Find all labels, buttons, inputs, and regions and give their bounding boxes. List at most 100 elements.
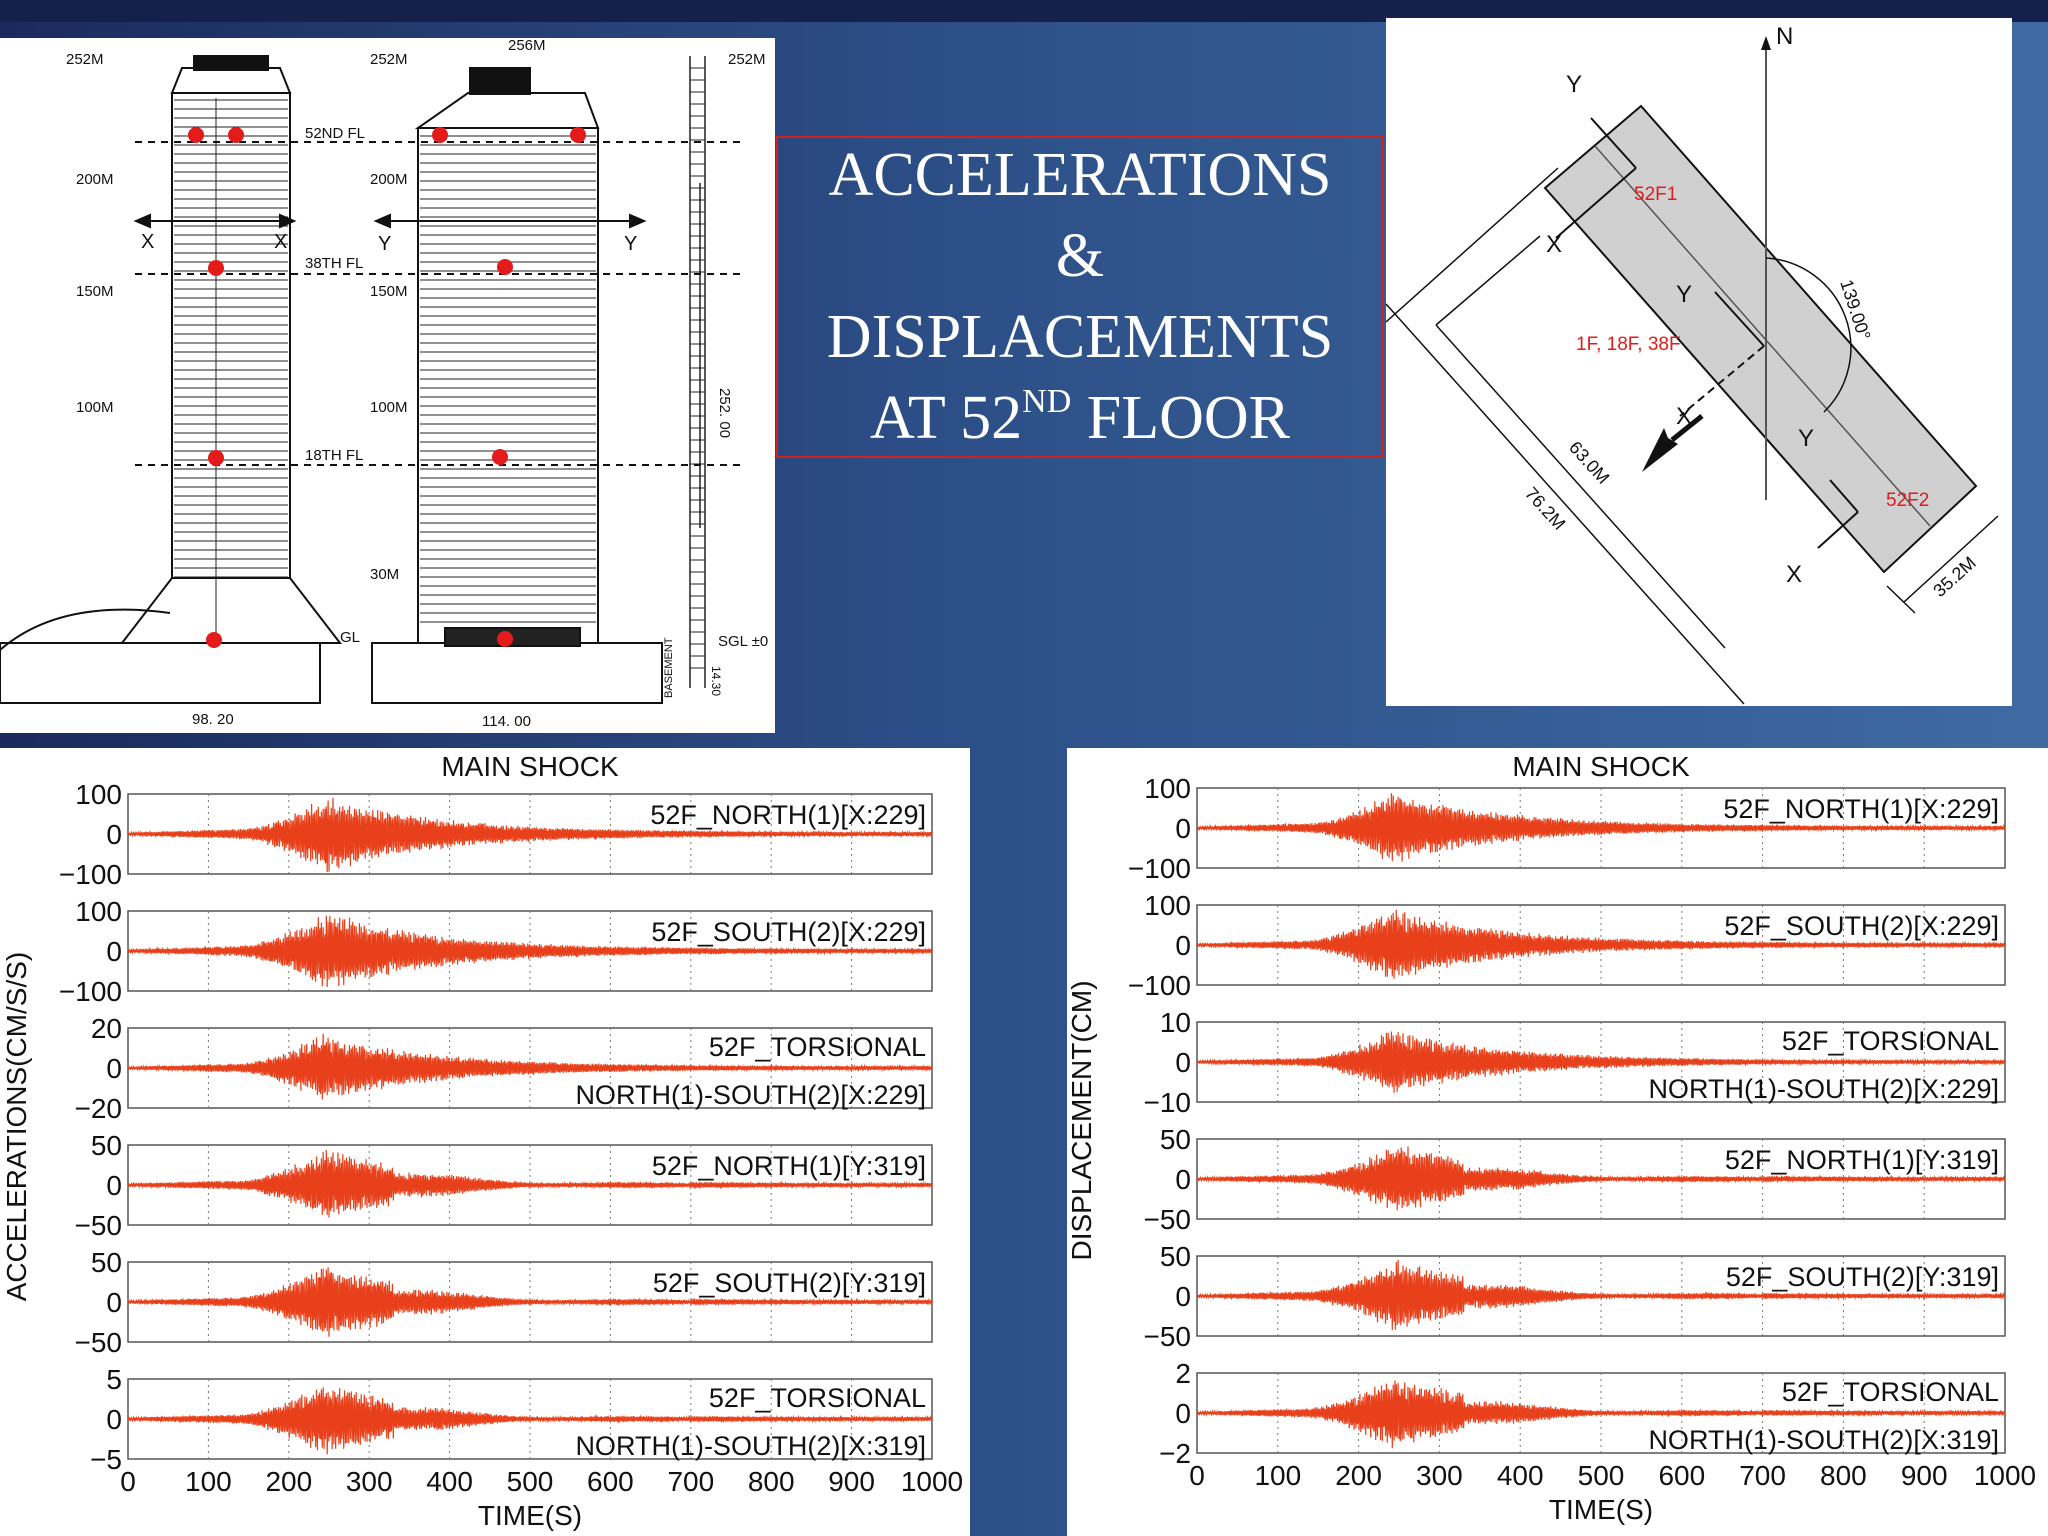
plan-x-label: X (1676, 403, 1692, 430)
y-tick-label: 50 (91, 1247, 122, 1278)
sensor-dot (206, 632, 222, 648)
chart-title: MAIN SHOCK (441, 751, 619, 782)
series-line (1196, 1380, 2006, 1449)
x-axis-label: TIME(S) (478, 1500, 582, 1531)
x-tick-label: 0 (1189, 1460, 1205, 1491)
series-panel: 20−252F_TORSIONALNORTH(1)-SOUTH(2)[X:319… (1159, 1358, 2006, 1469)
y-tick-label: −100 (1128, 853, 1191, 884)
y-tick-label: 0 (106, 1053, 122, 1084)
y-tick-label: −50 (75, 1327, 123, 1358)
y-tick-label: −50 (1144, 1204, 1192, 1235)
dim-76: 76.2M (1521, 483, 1569, 534)
x-tick-label: 300 (1416, 1460, 1463, 1491)
x-tick-label: 900 (1901, 1460, 1948, 1491)
x-tick-label: 1000 (901, 1466, 963, 1497)
x-tick-label: 600 (587, 1466, 634, 1497)
y-tick-label: 100 (1144, 773, 1191, 804)
sgl-label: SGL ±0 (718, 633, 768, 650)
series-name: 52F_NORTH(1)[Y:319] (652, 1151, 926, 1181)
plan-y-label: Y (1798, 425, 1814, 452)
y-tick-label: 100 (1144, 890, 1191, 921)
y-tick-label: −100 (1128, 970, 1191, 1001)
y-tick-label: 0 (1175, 1281, 1191, 1312)
x-axis-label: TIME(S) (1549, 1494, 1653, 1525)
sensor-label-low: 1F, 18F, 38F (1576, 334, 1681, 355)
width-dim-left: 98. 20 (192, 711, 234, 728)
x-tick-label: 100 (1254, 1460, 1301, 1491)
axis-y-label: Y (624, 233, 637, 255)
height-ruler (689, 56, 706, 688)
y-tick-label: 0 (1175, 1047, 1191, 1078)
plan-y-label: Y (1566, 71, 1582, 98)
series-name: 52F_TORSIONAL (1782, 1377, 1999, 1407)
sensor-dots (188, 127, 586, 648)
y-tick-label: −20 (75, 1093, 123, 1124)
floor-label-18: 18TH FL (305, 447, 363, 464)
slide-title: ACCELERATIONS & DISPLACEMENTS AT 52ND FL… (776, 136, 1384, 458)
dim-63: 63.0M (1565, 437, 1613, 488)
y-tick-label: 10 (1160, 1007, 1191, 1038)
height-dim: 252. 00 (716, 388, 733, 438)
axis-y-label: Y (378, 233, 391, 255)
y-tick-label: 100 (75, 896, 122, 927)
ground-level-label: GL (340, 629, 360, 646)
sensor-dot (492, 449, 508, 465)
axis-x-label: X (141, 231, 154, 253)
y-tick-label: 2 (1175, 1358, 1191, 1389)
title-line-1: ACCELERATIONS (828, 141, 1332, 209)
series-line (127, 1149, 933, 1218)
sensor-label-52f2: 52F2 (1886, 490, 1929, 511)
level-label: 100M (76, 399, 114, 416)
y-tick-label: 0 (1175, 1164, 1191, 1195)
series-name-2: NORTH(1)-SOUTH(2)[X:229] (1648, 1074, 1999, 1104)
series-name-2: NORTH(1)-SOUTH(2)[X:319] (1648, 1425, 1999, 1455)
series-name: 52F_SOUTH(2)[X:229] (1724, 911, 1999, 941)
y-tick-label: −100 (59, 859, 122, 890)
x-tick-label: 400 (1497, 1460, 1544, 1491)
x-tick-label: 200 (265, 1466, 312, 1497)
y-tick-label: −5 (90, 1444, 122, 1475)
sensor-dot (228, 127, 244, 143)
x-tick-label: 800 (748, 1466, 795, 1497)
level-label: 30M (370, 566, 399, 583)
series-line (1196, 1146, 2006, 1211)
series-name: 52F_NORTH(1)[Y:319] (1725, 1145, 1999, 1175)
title-line-4-suffix: FLOOR (1071, 384, 1291, 452)
sensor-dot (208, 450, 224, 466)
width-dim-right: 114. 00 (482, 713, 531, 730)
title-line-4-prefix: AT 52 (869, 384, 1023, 452)
chart-title: MAIN SHOCK (1512, 751, 1690, 782)
x-tick-label: 0 (120, 1466, 136, 1497)
series-name: 52F_TORSIONAL (709, 1032, 926, 1062)
tower-left (0, 55, 343, 704)
x-tick-label: 700 (667, 1466, 714, 1497)
x-tick-label: 200 (1335, 1460, 1382, 1491)
series-line (127, 915, 933, 988)
tower-right-floor-lines (420, 135, 596, 623)
sensor-dot (497, 631, 513, 647)
top-bar (0, 0, 2048, 22)
series-name: 52F_TORSIONAL (709, 1383, 926, 1413)
level-label: 256M (508, 38, 546, 54)
y-tick-label: 50 (91, 1130, 122, 1161)
series-name: 52F_NORTH(1)[X:229] (650, 800, 926, 830)
series-line (127, 797, 933, 873)
level-label: 100M (370, 399, 408, 416)
sensor-dot (570, 127, 586, 143)
plan-y-label: Y (1676, 281, 1692, 308)
y-tick-label: 50 (1160, 1124, 1191, 1155)
floor-label-38: 38TH FL (305, 255, 363, 272)
level-label: 150M (76, 283, 114, 300)
plan-x-label: X (1786, 561, 1802, 588)
tower-elevation-drawing: 252M 200M 150M 100M 252M 200M 150M 100M … (0, 38, 775, 733)
series-line (1196, 1259, 2006, 1331)
sensor-dot (208, 260, 224, 276)
y-tick-label: 0 (106, 1404, 122, 1435)
x-tick-label: 400 (426, 1466, 473, 1497)
x-tick-label: 900 (828, 1466, 875, 1497)
series-line (127, 1033, 933, 1100)
y-tick-label: 20 (91, 1013, 122, 1044)
